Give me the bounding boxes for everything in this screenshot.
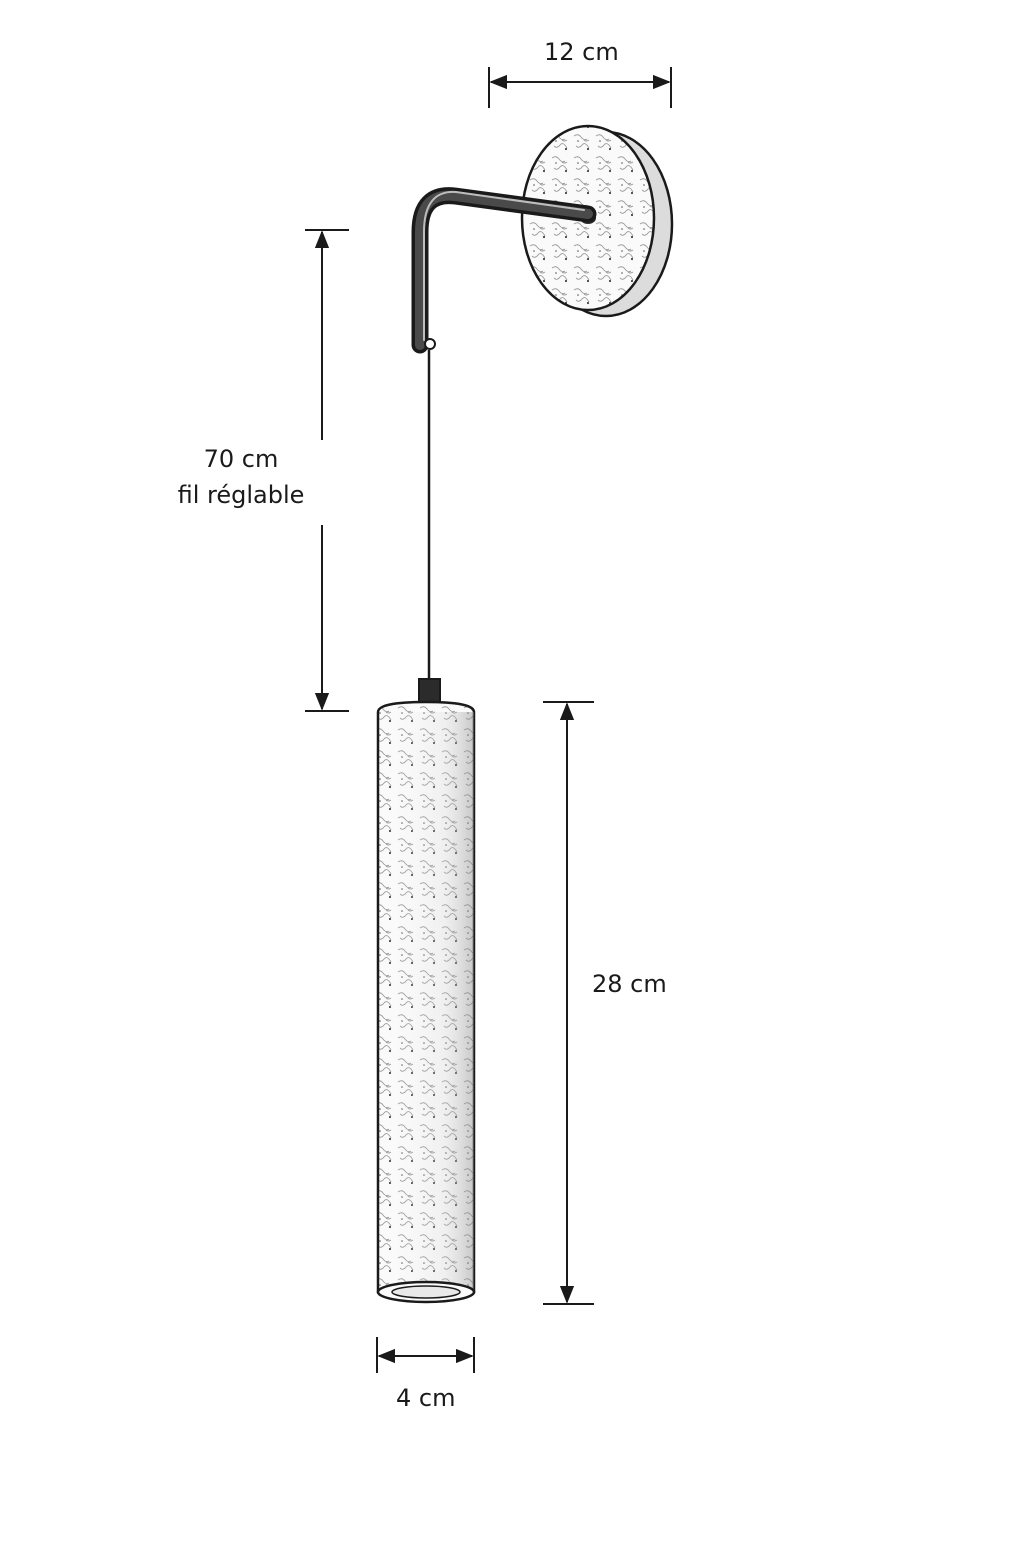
wall-plate-width-label: 12 cm [544,38,619,66]
cable-clamp [424,338,436,350]
tube-height-label: 28 cm [592,970,667,998]
dimension-cable-length [305,229,349,712]
bent-arm [411,187,597,354]
dimension-tube-height [543,701,594,1305]
cable-length-label: 70 cm fil réglable [170,441,312,513]
wall-plate [520,124,674,318]
tube-lens [391,1285,461,1299]
tube-shading [378,712,474,1292]
cable-length-value: 70 cm [203,445,279,473]
dimension-tube-diameter [376,1337,475,1373]
tube-cap [418,678,441,704]
cable-adjustable-note: fil réglable [177,481,305,509]
dimension-wall-plate-width [488,67,672,108]
tube-diameter-label: 4 cm [396,1384,456,1412]
pendant-tube [376,678,476,1304]
